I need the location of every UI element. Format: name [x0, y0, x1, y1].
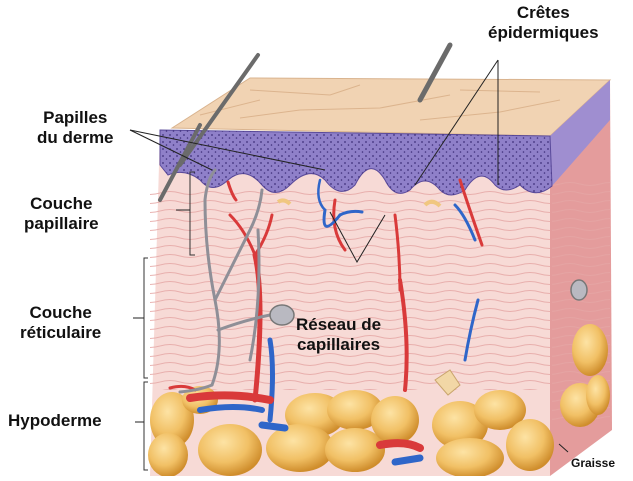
label-graisse: Graisse: [571, 456, 615, 470]
label-couche-papillaire: Couche papillaire: [24, 194, 99, 234]
label-cretes-line1: Crêtes: [488, 3, 599, 23]
label-reseau-line2: capillaires: [296, 335, 381, 355]
label-couche-papillaire-line2: papillaire: [24, 214, 99, 234]
label-couche-reticulaire-line1: Couche: [20, 303, 101, 323]
label-hypoderme: Hypoderme: [8, 411, 102, 431]
label-cretes-line2: épidermiques: [488, 23, 599, 43]
label-couche-reticulaire: Couche réticulaire: [20, 303, 101, 343]
label-couche-reticulaire-line2: réticulaire: [20, 323, 101, 343]
label-papilles-line2: du derme: [37, 128, 114, 148]
label-reseau-de-capillaires: Réseau de capillaires: [296, 315, 381, 355]
label-cretes-epidermiques: Crêtes épidermiques: [488, 3, 599, 43]
label-papilles-du-derme: Papilles du derme: [37, 108, 114, 148]
label-couche-papillaire-line1: Couche: [24, 194, 99, 214]
pacinian-corpuscle: [270, 305, 294, 325]
label-papilles-line1: Papilles: [37, 108, 114, 128]
label-reseau-line1: Réseau de: [296, 315, 381, 335]
